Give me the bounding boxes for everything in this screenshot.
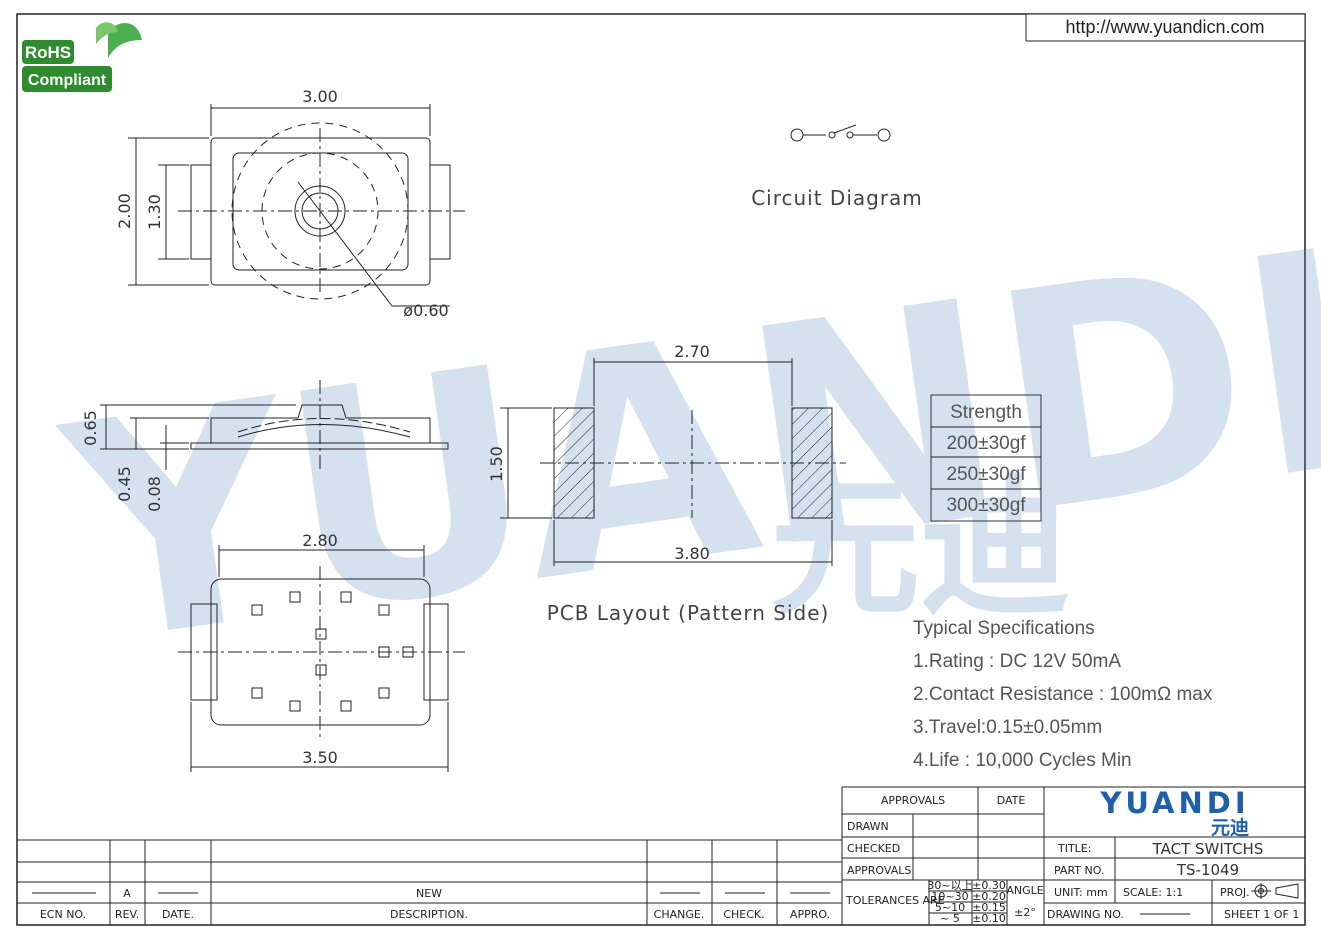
title-block [841,786,1306,926]
revision-block [17,839,842,925]
spec-item: 2.Contact Resistance : 100mΩ max [913,684,1213,705]
side-view [100,380,449,470]
rev-header-description: DESCRIPTION. [390,908,468,921]
approvals-label: APPROVALS [847,864,911,877]
website-url[interactable]: http://www.yuandicn.com [1065,17,1264,37]
tol-range: 10~30 [931,890,968,903]
drawn-label: DRAWN [847,820,889,833]
dim-total-height: 0.65 [81,410,100,446]
circuit-caption: Circuit Diagram [751,186,923,210]
checked-label: CHECKED [847,842,900,855]
pcb-layout [500,358,846,566]
rev-header-change: CHANGE. [654,908,705,921]
strength-row: 200±30gf [946,433,1026,454]
revision-letter: A [123,887,131,900]
dim-height-top: 2.00 [115,193,134,229]
yuandi-logo: YUANDI 元迪 [1099,786,1249,839]
part-label: PART NO. [1054,864,1104,877]
projection-label: PROJ. [1220,886,1250,899]
rev-header-appro: APPRO. [790,908,830,921]
strength-row: 250±30gf [946,464,1026,485]
rev-header-date: DATE. [162,908,194,921]
sheet-border [16,13,1306,926]
tol-value: ±0.10 [972,912,1006,925]
compliant-text: Compliant [28,72,107,89]
drawing-no-label: DRAWING NO. [1047,908,1124,921]
tol-range: 30~以上 [927,879,972,892]
rohs-logo: RoHS Compliant [22,22,142,92]
specs-title: Typical Specifications [913,618,1095,639]
rev-header-rev: REV. [115,908,139,921]
brand-text: YUANDI [1099,786,1249,820]
angle-value: ±2° [1014,906,1036,919]
dim-base-height: 0.08 [145,476,164,512]
revision-description: NEW [416,887,442,900]
dim-pad-height: 1.50 [487,446,506,482]
top-view [128,104,465,307]
tol-value: ±0.15 [972,901,1006,914]
dim-pad-span: 3.80 [674,544,710,563]
approvals-header: APPROVALS [881,794,945,807]
spec-item: 4.Life : 10,000 Cycles Min [913,750,1132,771]
rev-header-ecn: ECN NO. [40,908,86,921]
title-value: TACT SWITCHS [1152,840,1264,858]
date-header: DATE [997,794,1026,807]
tol-range: 5~10 [935,901,965,914]
tol-value: ±0.30 [972,879,1006,892]
strength-header: Strength [950,402,1022,423]
strength-row: 300±30gf [946,495,1026,516]
dim-pad-gap: 2.70 [674,342,710,361]
bottom-view [178,545,465,772]
pcb-caption: PCB Layout (Pattern Side) [547,601,830,625]
projection-symbol-icon [1251,883,1299,899]
specifications: Typical Specifications 1.Rating : DC 12V… [913,618,1213,771]
circuit-diagram [790,124,891,142]
spec-item: 3.Travel:0.15±0.05mm [913,717,1102,738]
strength-table [930,394,1042,522]
dim-body-height: 0.45 [115,466,134,502]
rev-header-check: CHECK. [723,908,764,921]
angle-label: ANGLE [1006,884,1043,897]
dim-width-top: 3.00 [302,87,338,106]
dim-diameter: ø0.60 [403,301,448,320]
title-label: TITLE: [1057,842,1091,855]
dim-outer-width: 3.50 [302,748,338,767]
scale-label: SCALE: 1:1 [1123,886,1183,899]
dim-inner-width: 2.80 [302,531,338,550]
part-value: TS-1049 [1176,861,1239,879]
leaf-icon [96,22,118,44]
rohs-text: RoHS [25,43,71,62]
unit-label: UNIT: mm [1054,886,1108,899]
dim-inner-height: 1.30 [145,194,164,230]
sheet-label: SHEET 1 OF 1 [1224,908,1299,921]
url-box [1025,13,1306,42]
brand-chinese: 元迪 [1211,817,1249,839]
tolerances-label: TOLERANCES ARE [845,894,945,907]
tol-value: ±0.20 [972,890,1006,903]
spec-item: 1.Rating : DC 12V 50mA [913,651,1121,672]
tol-range: ~ 5 [940,912,960,925]
